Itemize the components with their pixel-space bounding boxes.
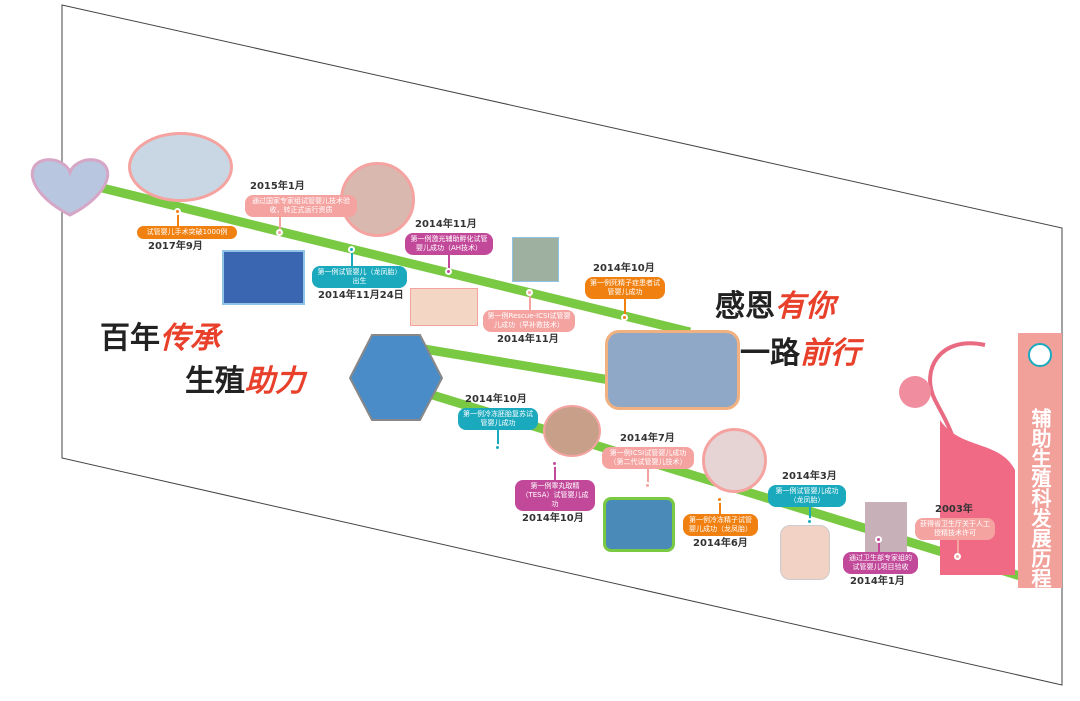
nurses-photo <box>702 428 767 493</box>
event-stem <box>529 293 531 321</box>
heart-photo <box>30 158 110 217</box>
event-stem <box>554 464 556 496</box>
hexagon-photo <box>348 334 444 421</box>
event-dot <box>348 246 355 253</box>
event-date: 2014年11月 <box>415 219 477 230</box>
event-dot <box>806 518 813 525</box>
surgeons-photo <box>222 250 305 305</box>
event-description: 第一例试管婴儿（龙凤胎）出生 <box>312 266 407 288</box>
event-stem <box>719 500 721 525</box>
event-dot <box>621 314 628 321</box>
event-date: 2014年7月 <box>620 433 675 444</box>
hospital-logo-icon <box>1028 343 1052 367</box>
event-date: 2014年3月 <box>782 471 837 482</box>
event-date: 2014年10月 <box>593 263 655 274</box>
event-dot <box>954 553 961 560</box>
event-stem <box>957 529 959 557</box>
event-description: 试管婴儿手术突破1000例 <box>137 226 237 239</box>
event-date: 2014年11月24日 <box>318 290 404 301</box>
event-description: 第一例睾丸取精（TESA）试管婴儿成功 <box>515 480 595 511</box>
event-date: 2014年10月 <box>465 394 527 405</box>
event-date: 2014年1月 <box>850 576 905 587</box>
banner-title: 辅助生殖科发展历程 <box>1028 408 1052 588</box>
baby-crawling-photo <box>410 288 478 326</box>
slogan-right-2: 一路前行 <box>740 336 860 371</box>
event-date: 2014年10月 <box>522 513 584 524</box>
baby-photo-circle <box>543 405 601 457</box>
event-dot <box>276 229 283 236</box>
baby-hat-photo <box>780 525 830 580</box>
event-dot <box>644 482 651 489</box>
event-stem <box>497 419 499 448</box>
event-description: 第一例冷冻精子试管婴儿成功（龙凤胎） <box>683 514 758 536</box>
event-description: 第一例Rescue-ICSI试管婴儿成功（早补救技术） <box>483 310 575 332</box>
event-description: 第一例激光辅助孵化试管婴儿成功（AH技术） <box>405 233 493 255</box>
event-description: 第一例死精子症患者试管婴儿成功 <box>585 277 665 299</box>
event-dot <box>494 444 501 451</box>
team-photo-circle <box>128 132 233 202</box>
event-date: 2017年9月 <box>148 241 203 252</box>
event-dot <box>445 268 452 275</box>
event-stem <box>647 458 649 486</box>
event-stem <box>624 288 626 318</box>
event-dot <box>526 289 533 296</box>
event-stem <box>809 496 811 522</box>
event-description: 通过卫生部专家组的试管婴儿项目验收 <box>843 552 918 574</box>
event-description: 第一例ICSI试管婴儿成功（第二代试管婴儿技术） <box>602 447 694 469</box>
event-stem <box>878 540 880 563</box>
event-stem <box>351 250 353 277</box>
event-dot <box>875 536 882 543</box>
event-description: 获得省卫生厅关于人工授精技术许可 <box>915 518 995 540</box>
group-photo <box>605 330 740 410</box>
event-description: 第一例冷冻胚胎复苏试管婴儿成功 <box>458 408 538 430</box>
title-banner: 辅助生殖科发展历程 <box>1018 333 1062 588</box>
newborns-photo <box>512 237 559 282</box>
slogan-left-1: 百年传承 <box>100 321 220 356</box>
slogan-left-2: 生殖助力 <box>185 364 305 399</box>
event-stem <box>279 206 281 233</box>
timeline-line-upper <box>88 180 692 337</box>
surgery-photo <box>603 497 675 552</box>
event-date: 2014年6月 <box>693 538 748 549</box>
event-stem <box>448 244 450 272</box>
event-dot <box>174 208 181 215</box>
event-date: 2015年1月 <box>250 181 305 192</box>
slogan-right-1: 感恩有你 <box>715 289 835 324</box>
event-dot <box>551 460 558 467</box>
event-date: 2003年 <box>935 504 973 515</box>
event-dot <box>716 496 723 503</box>
event-date: 2014年11月 <box>497 334 559 345</box>
event-description: 第一例试管婴儿成功（龙凤胎） <box>768 485 846 507</box>
event-stem <box>177 212 179 233</box>
baby-portrait-photo <box>865 502 907 557</box>
event-description: 通过国家专家组试管婴儿技术验收，转正式运行资质 <box>245 195 357 217</box>
timeline-connector <box>399 340 611 385</box>
